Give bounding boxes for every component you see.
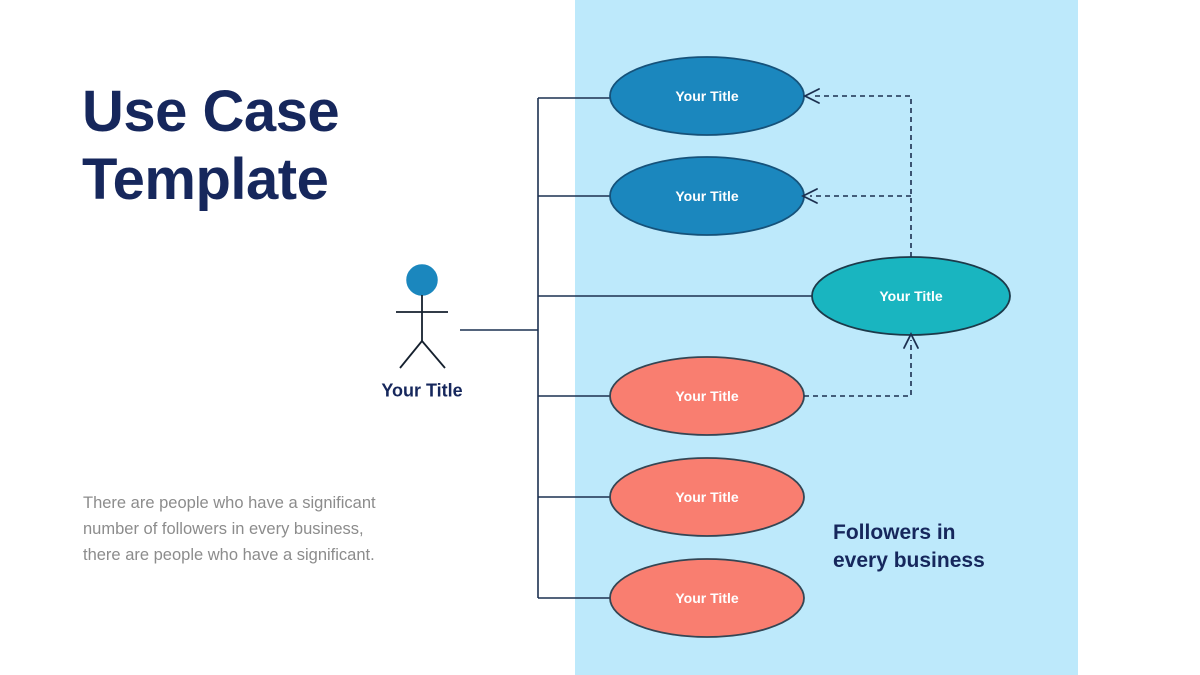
usecase-ellipse-3[interactable] [811, 256, 1011, 336]
actor-figure[interactable] [396, 264, 448, 369]
dependency-teal-to-usecase-1 [812, 95, 912, 257]
page-title: Use Case Template [82, 79, 340, 213]
arrowhead-teal [903, 331, 919, 349]
arrowhead-usecase-1 [802, 88, 820, 104]
usecase-ellipse-4[interactable] [609, 356, 805, 436]
dependency-usecase-4-to-teal [804, 340, 912, 397]
panel-caption: Followers in every business [833, 521, 985, 572]
body-paragraph: There are people who have a significant … [83, 494, 376, 565]
usecase-ellipse-5[interactable] [609, 457, 805, 537]
actor-head-icon [406, 264, 438, 296]
usecase-ellipse-1[interactable] [609, 56, 805, 136]
actor-label: Your Title [381, 380, 463, 401]
actor-leg-right [421, 340, 446, 369]
dependency-arrowheads [800, 88, 919, 349]
usecase-ellipse-2[interactable] [609, 156, 805, 236]
actor-leg-left [399, 340, 423, 369]
association-connectors [460, 97, 814, 599]
dependency-connectors [804, 95, 912, 397]
arrowhead-usecase-2 [800, 188, 818, 204]
usecase-ellipse-6[interactable] [609, 558, 805, 638]
